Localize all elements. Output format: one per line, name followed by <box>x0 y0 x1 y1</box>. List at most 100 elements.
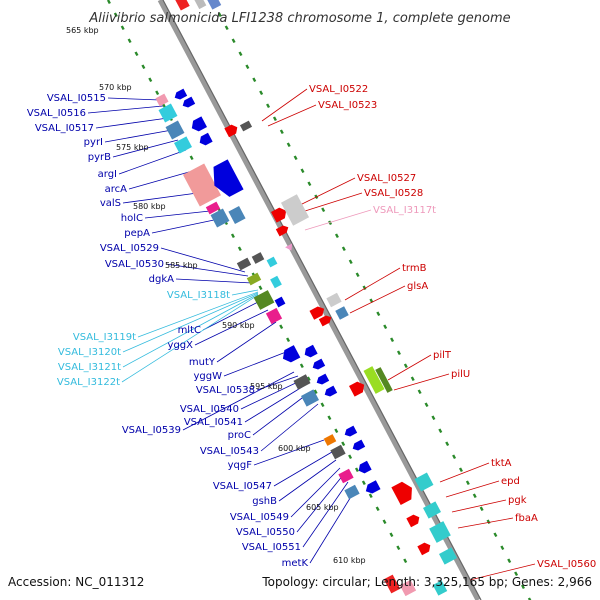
tick-mark <box>486 519 491 525</box>
leader-line <box>304 209 372 231</box>
kbp-label: 595 kbp <box>250 382 283 391</box>
kbp-label: 610 kbp <box>333 556 366 565</box>
gene-box <box>182 163 222 207</box>
tick-mark <box>424 402 429 408</box>
tick-mark <box>348 259 353 265</box>
tick-mark <box>390 337 395 343</box>
gene-feature <box>417 542 431 556</box>
gene-feature <box>271 207 287 223</box>
kbp-label: 605 kbp <box>306 503 339 512</box>
tick-mark <box>245 64 250 70</box>
leader-line <box>95 117 169 129</box>
gene-arrow <box>224 124 238 138</box>
gene-feature <box>391 481 412 506</box>
gene-arrow <box>318 315 332 327</box>
tick-mark <box>266 103 271 109</box>
gene-label: VSAL_I0522 <box>309 84 368 95</box>
leader-line <box>137 291 259 338</box>
tick-mark <box>141 64 146 70</box>
gene-feature <box>246 272 262 286</box>
gene-feature <box>293 374 311 390</box>
gene-label: argI <box>98 169 117 180</box>
gene-feature <box>432 580 448 596</box>
gene-label: VSAL_I0517 <box>35 123 94 134</box>
tick-mark <box>293 155 298 161</box>
gene-arrow <box>349 381 365 397</box>
gene-label: yqgF <box>228 460 253 471</box>
tick-mark <box>286 142 291 148</box>
tick-mark <box>334 428 339 434</box>
leader-line <box>104 129 173 143</box>
gene-feature <box>344 425 358 437</box>
leader-line <box>223 351 287 377</box>
gene-feature <box>224 124 238 138</box>
chromosome-backbone-shadow <box>162 0 482 600</box>
gene-arrow <box>304 344 318 358</box>
gene-feature <box>253 290 275 310</box>
tick-mark <box>134 51 139 57</box>
kbp-label: 570 kbp <box>99 83 132 92</box>
gene-arrow <box>213 159 244 197</box>
gene-label: VSAL_I0540 <box>180 404 239 415</box>
tick-mark <box>520 584 525 590</box>
gene-label: VSAL_I3119t <box>73 332 136 343</box>
tick-mark <box>106 0 111 5</box>
gene-label: VSAL_I3121t <box>58 362 121 373</box>
gene-label: tktA <box>491 458 512 469</box>
leader-line <box>278 459 337 502</box>
tick-mark <box>307 181 312 187</box>
gene-label: glsA <box>407 281 428 292</box>
tick-mark <box>362 285 367 291</box>
gene-arrow <box>275 225 289 237</box>
gene-box <box>330 444 346 460</box>
gene-arrow <box>344 425 358 437</box>
gene-feature <box>158 103 178 123</box>
gene-arrow <box>182 96 196 108</box>
gene-label: VSAL_I0550 <box>236 527 295 538</box>
gene-feature <box>429 521 451 543</box>
gene-arrow <box>406 514 420 528</box>
tick-mark <box>465 480 470 486</box>
leader-line <box>273 451 333 487</box>
gene-box <box>274 296 286 308</box>
gene-box <box>228 206 246 224</box>
gene-features <box>155 0 457 597</box>
tick-mark <box>376 311 381 317</box>
gene-feature <box>236 257 252 271</box>
leader-line <box>194 309 269 346</box>
gene-feature <box>312 358 326 370</box>
leader-line <box>128 169 197 190</box>
gene-box <box>375 367 393 393</box>
gene-box <box>205 201 221 215</box>
gene-feature <box>323 434 337 446</box>
gene-feature <box>155 93 169 107</box>
gene-label: VSAL_I0516 <box>27 108 86 119</box>
gene-box <box>266 256 278 268</box>
gene-box <box>335 306 349 320</box>
tick-mark <box>320 402 325 408</box>
gene-feature <box>228 206 246 224</box>
gene-feature <box>265 307 283 325</box>
gene-box <box>239 120 253 132</box>
tick-mark <box>445 441 450 447</box>
gene-box <box>253 290 275 310</box>
leader-line <box>253 439 325 466</box>
accession-text: Accession: NC_011312 <box>8 575 144 589</box>
gene-box <box>383 574 401 594</box>
leader-line <box>122 293 259 368</box>
gene-feature <box>210 208 230 228</box>
leader-line <box>349 285 406 314</box>
leader-line <box>290 467 341 518</box>
gene-feature <box>274 296 286 308</box>
gene-feature <box>285 243 293 251</box>
tick-mark <box>493 532 498 538</box>
gene-feature <box>301 389 319 407</box>
gene-feature <box>182 96 196 108</box>
leader-line <box>469 563 536 581</box>
gene-arrow <box>309 306 325 320</box>
gene-arrow <box>282 345 301 363</box>
leader-line <box>387 354 432 381</box>
gene-label: pepA <box>124 228 150 239</box>
gene-label: trmB <box>402 263 427 274</box>
tick-mark <box>348 454 353 460</box>
